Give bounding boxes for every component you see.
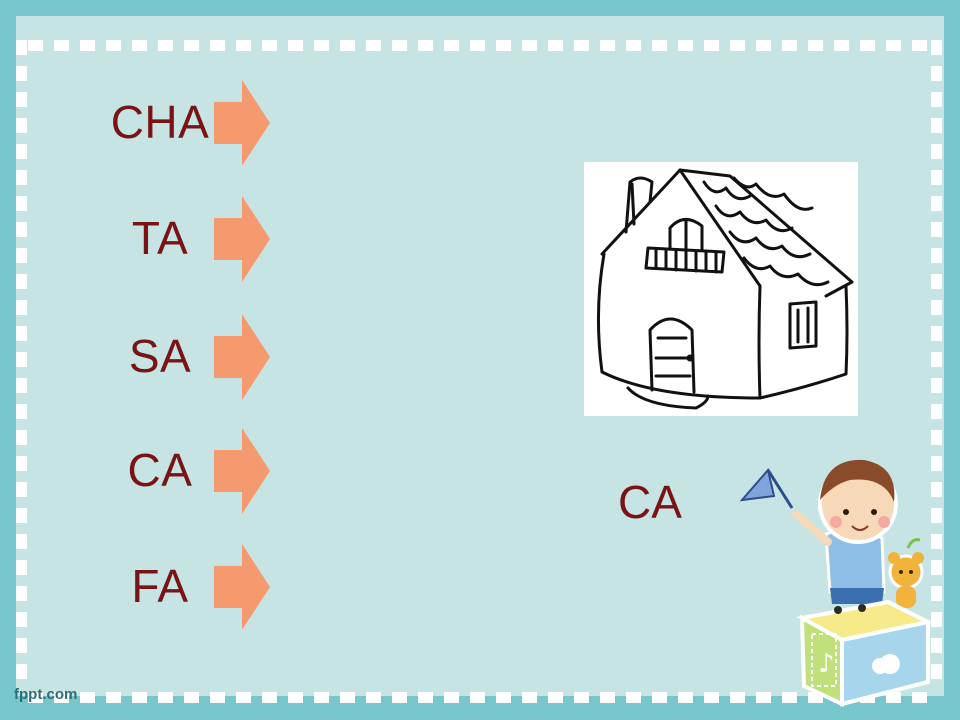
syllable-ta: TA — [131, 212, 189, 264]
brand-watermark: fppt.com — [14, 686, 78, 703]
right-arrow-icon[interactable] — [214, 80, 270, 166]
right-arrow-icon[interactable] — [214, 428, 270, 514]
dashed-border-top — [28, 40, 932, 51]
house-illustration — [584, 162, 858, 416]
kid-on-toy-block-illustration: ♪ — [739, 459, 935, 708]
syllable-sa: SA — [128, 330, 192, 382]
right-arrow-icon[interactable] — [214, 314, 270, 400]
syllable-fa: FA — [131, 560, 189, 612]
svg-text:♪: ♪ — [818, 649, 835, 679]
right-arrow-icon[interactable] — [214, 544, 270, 630]
dashed-border-left — [16, 40, 27, 690]
right-arrow-icon[interactable] — [214, 196, 270, 282]
syllable-cha: CHA — [110, 96, 210, 148]
answer-text: CA — [618, 476, 682, 528]
dashed-border-bottom — [28, 692, 932, 703]
syllable-ca: CA — [127, 444, 193, 496]
dashed-border-right — [931, 40, 942, 690]
